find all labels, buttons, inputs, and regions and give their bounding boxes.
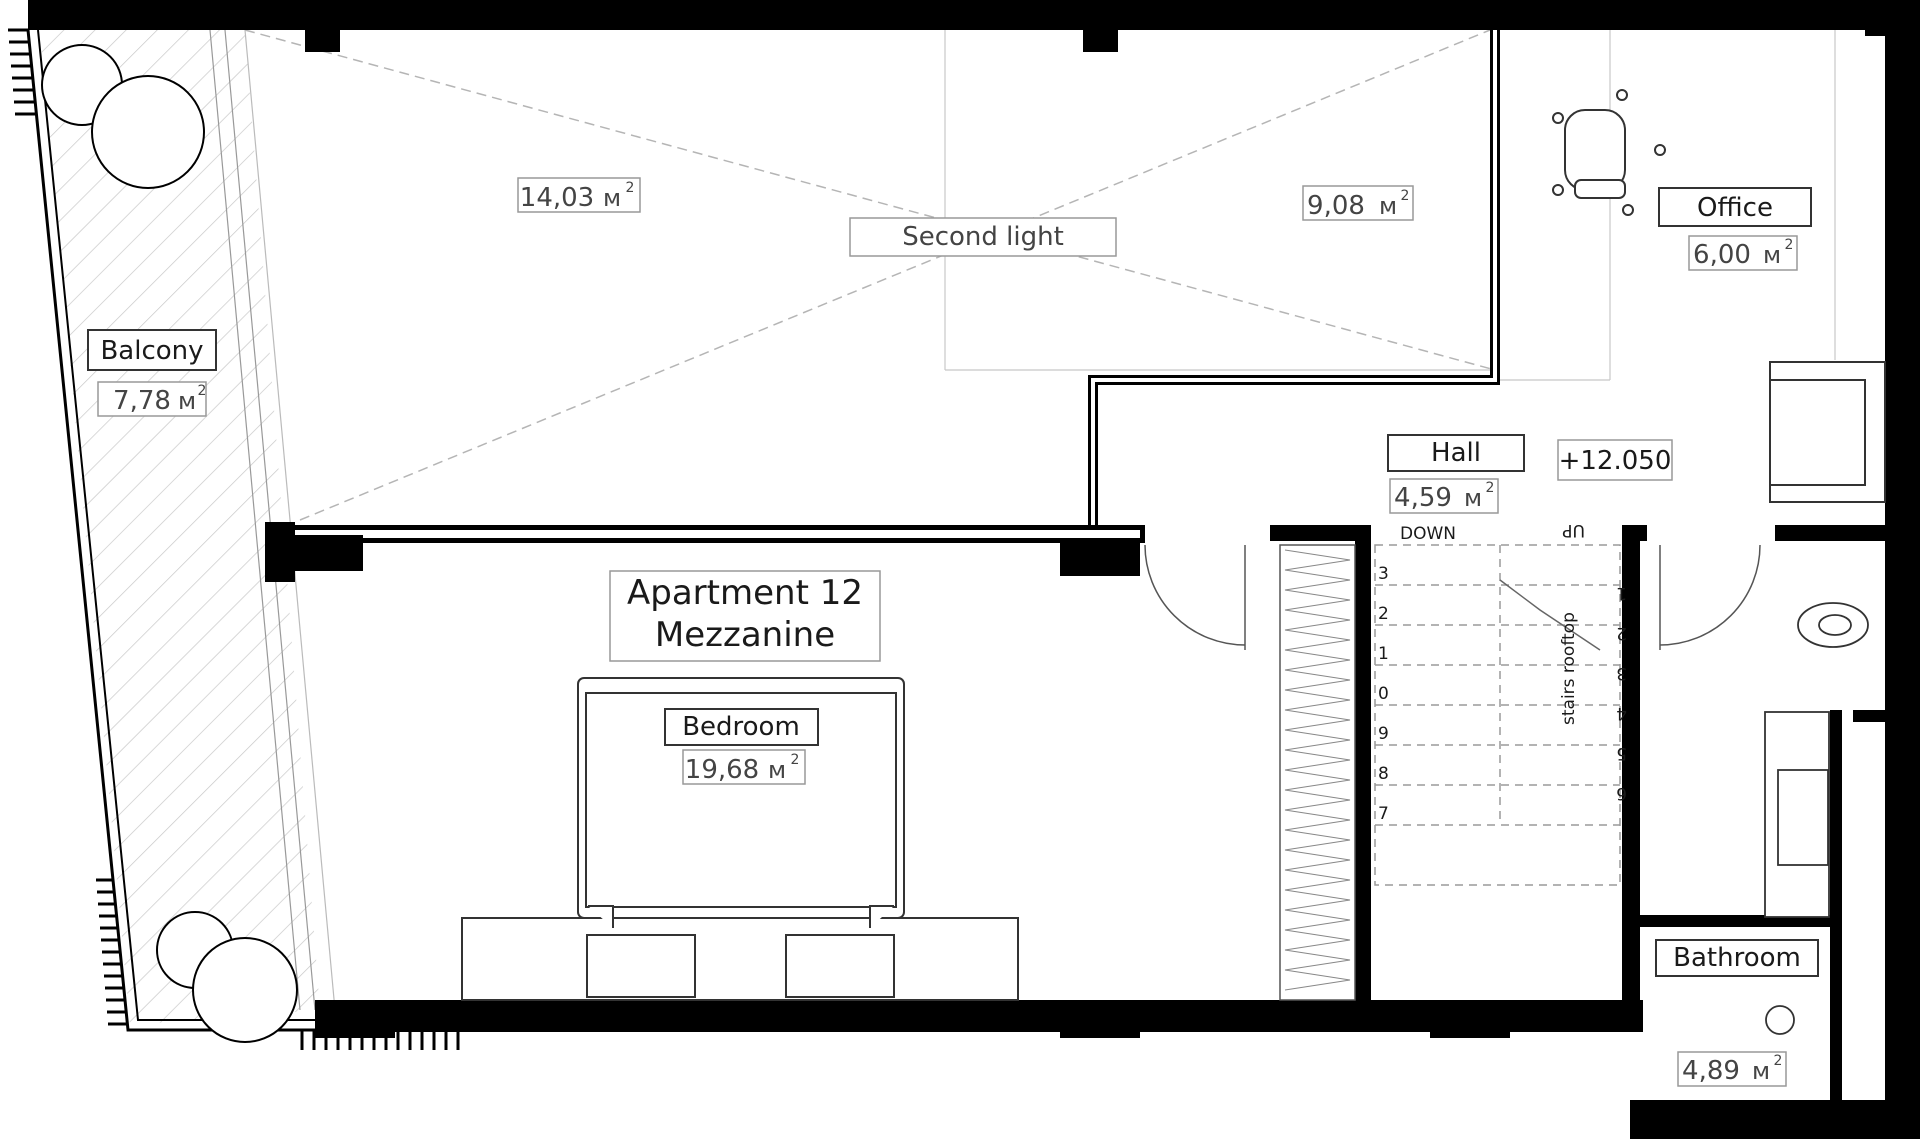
level-mark: +12.050	[1557, 439, 1673, 481]
bed	[461, 677, 1019, 1001]
apartment-title: Apartment 12 Mezzanine	[609, 570, 881, 662]
office-outline	[1500, 30, 1836, 381]
room-area: 9,08	[1307, 191, 1365, 221]
stair-step-number: 0	[1378, 684, 1389, 704]
wardrobe	[1279, 544, 1356, 1001]
room-area: 4,59	[1394, 483, 1452, 513]
stair-step-number: 9	[1378, 724, 1389, 744]
room-name: Bedroom	[682, 712, 800, 742]
second-light-void	[244, 29, 1496, 521]
stair-step-number: 7	[1378, 804, 1389, 824]
room-label-balcony: Balcony 7,78 м 2	[87, 329, 217, 417]
area-unit: м	[1379, 192, 1397, 220]
stair-step-number: 4	[1616, 703, 1627, 723]
title-line2: Mezzanine	[655, 615, 835, 655]
room-label-hall: Hall 4,59 м 2	[1387, 434, 1525, 514]
stair-step-number: 6	[1616, 783, 1627, 803]
stair-step-number: 2	[1378, 604, 1389, 624]
room-label-office: Office 6,00 м 2	[1658, 187, 1812, 271]
area-unit: м	[603, 184, 621, 212]
room-name: Hall	[1431, 438, 1481, 468]
area-unit: м	[178, 387, 196, 415]
stairs-rooftop-label: stairs rooftop	[1559, 612, 1579, 725]
room-area: 7,78	[113, 386, 171, 416]
stairs-up-label: UP	[1562, 520, 1585, 540]
office-chair-icon	[1552, 89, 1666, 216]
area-exp: 2	[1486, 480, 1495, 496]
room-area: 6,00	[1693, 240, 1751, 270]
bathroom-fixtures	[1764, 602, 1869, 1035]
stair-step-number: 5	[1616, 743, 1627, 763]
tree-icon	[41, 44, 298, 1043]
area-exp: 2	[1785, 237, 1794, 253]
stairs-down-label: DOWN	[1400, 524, 1456, 544]
room-name: Office	[1697, 193, 1773, 223]
room-area: 14,03	[520, 183, 594, 213]
balcony	[8, 28, 460, 1050]
area-exp: 2	[1774, 1053, 1783, 1069]
area-unit: м	[1763, 241, 1781, 269]
room-label-bathroom: Bathroom 4,89 м 2	[1655, 939, 1819, 1087]
room-area: 19,68	[685, 755, 759, 785]
stair-step-number: 1	[1378, 644, 1389, 664]
room-name: Second light	[902, 222, 1064, 252]
area-unit: м	[768, 756, 786, 784]
stair-step-number: 3	[1378, 564, 1389, 584]
area-label-void-left: 14,03 м 2	[517, 177, 641, 213]
area-exp: 2	[198, 383, 207, 399]
title-line1: Apartment 12	[627, 573, 863, 613]
room-name: Bathroom	[1673, 943, 1801, 973]
stair-step-number: 3	[1616, 663, 1627, 683]
stair-step-number: 2	[1616, 623, 1627, 643]
area-unit: м	[1464, 484, 1482, 512]
staircase	[1374, 544, 1621, 886]
area-exp: 2	[626, 180, 635, 196]
room-label-second-light: Second light	[849, 217, 1117, 257]
armchair-icon	[1769, 361, 1886, 503]
stair-step-numbers-right: 1 2 3 4 5 6	[1616, 583, 1627, 803]
area-exp: 2	[1401, 188, 1410, 204]
area-label-void-right: 9,08 м 2	[1302, 185, 1414, 221]
stair-step-number: 1	[1616, 583, 1627, 603]
room-name: Balcony	[100, 336, 203, 366]
room-label-bedroom: Bedroom 19,68 м 2	[664, 708, 819, 785]
area-unit: м	[1752, 1057, 1770, 1085]
area-exp: 2	[791, 752, 800, 768]
door-swing	[1144, 544, 1761, 650]
room-area: 4,89	[1682, 1056, 1740, 1086]
walls	[28, 0, 1920, 1139]
stair-step-number: 8	[1378, 764, 1389, 784]
level-value: +12.050	[1559, 446, 1672, 476]
